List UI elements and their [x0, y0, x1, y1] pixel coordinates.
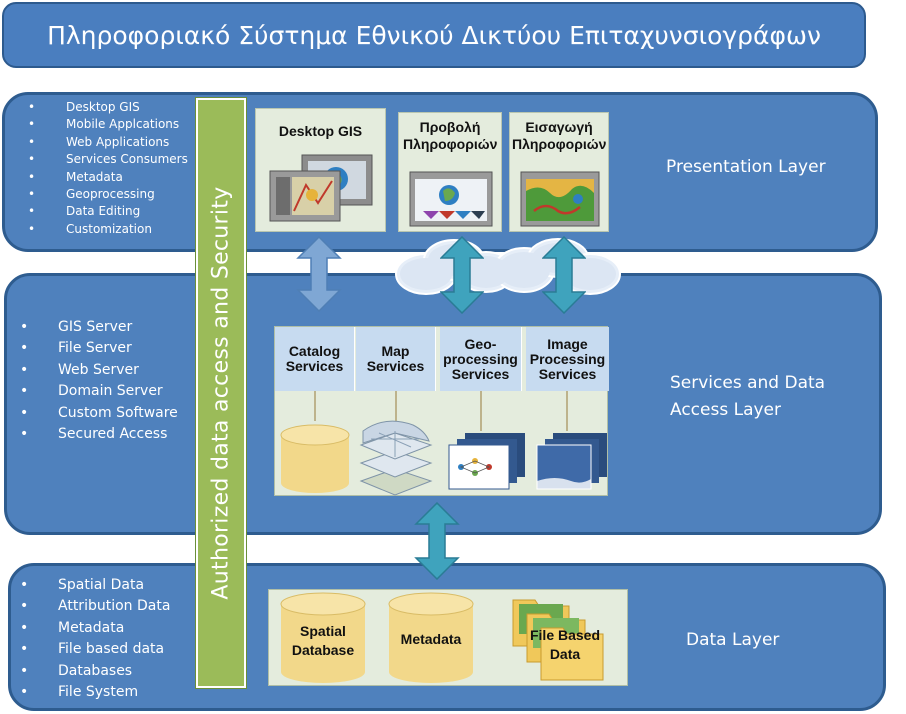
- service-title: processing: [443, 350, 518, 367]
- database-cylinder-icon: [388, 592, 474, 683]
- store-label: File Based: [529, 627, 601, 643]
- double-arrow-icon: [296, 236, 342, 312]
- data-stores-panel: Spatial Database Metadata File Based Dat…: [268, 589, 628, 686]
- list-item: Secured Access: [20, 424, 178, 446]
- list-item: Metadata: [20, 618, 170, 640]
- card-title: Εισαγωγή Πληροφοριών: [512, 119, 607, 152]
- list-item: Web Applications: [28, 134, 188, 152]
- double-arrow-icon: [414, 502, 460, 580]
- list-item: Attribution Data: [20, 596, 170, 618]
- card-title: Desktop GIS: [278, 123, 363, 139]
- service-title: Image: [547, 335, 588, 352]
- map-layers-icon: [359, 420, 433, 496]
- monitor-map-icon: [520, 171, 600, 227]
- view-info-card: Προβολή Πληροφοριών: [398, 112, 502, 232]
- data-layer-label: Data Layer: [686, 630, 780, 650]
- security-bar-label: Authorized data access and Security: [208, 186, 234, 600]
- monitor-map-icon: [269, 154, 373, 222]
- double-arrow-icon: [542, 236, 586, 314]
- image-stack-icon: [536, 433, 607, 490]
- page-title: Πληροφοριακό Σύστημα Εθνικού Δικτύου Επι…: [2, 2, 866, 68]
- cloud-icon: [395, 238, 621, 295]
- workflow-icon: [448, 433, 525, 490]
- list-item: Domain Server: [20, 381, 178, 403]
- data-bullet-list: Spatial Data Attribution Data Metadata F…: [20, 575, 170, 704]
- file-based-data-label: File Based Data: [517, 626, 613, 664]
- security-bar: Authorized data access and Security: [196, 98, 246, 688]
- service-title: Map: [381, 343, 410, 359]
- store-label: Database: [291, 642, 355, 658]
- list-item: Web Server: [20, 360, 178, 382]
- presentation-layer-label: Presentation Layer: [666, 157, 826, 177]
- folder-icon: [512, 599, 604, 681]
- service-title: Geo-: [464, 335, 497, 352]
- list-item: Data Editing: [28, 203, 188, 221]
- list-item: File System: [20, 682, 170, 704]
- database-cylinder-icon: [280, 592, 366, 683]
- services-layer-label: Services and Data Access Layer: [670, 370, 825, 424]
- services-bullet-list: GIS Server File Server Web Server Domain…: [20, 317, 178, 446]
- desktop-gis-card: Desktop GIS: [255, 108, 386, 232]
- list-item: Customization: [28, 221, 188, 239]
- list-item: Mobile Applcations: [28, 116, 188, 134]
- card-title: Προβολή Πληροφοριών: [403, 119, 498, 152]
- service-title: Processing: [529, 350, 606, 367]
- service-title: Services: [538, 365, 597, 382]
- list-item: File based data: [20, 639, 170, 661]
- store-label: Metadata: [400, 631, 462, 647]
- list-item: Geoprocessing: [28, 186, 188, 204]
- list-item: Spatial Data: [20, 575, 170, 597]
- spatial-database-label: Spatial Database: [277, 622, 369, 660]
- presentation-bullet-list: Desktop GIS Mobile Applcations Web Appli…: [28, 99, 188, 239]
- list-item: Databases: [20, 661, 170, 683]
- services-layer-label-line2: Access Layer: [670, 400, 781, 420]
- list-item: GIS Server: [20, 317, 178, 339]
- list-item: Services Consumers: [28, 151, 188, 169]
- service-title: Services: [366, 358, 425, 374]
- input-info-card: Εισαγωγή Πληροφοριών: [509, 112, 609, 232]
- metadata-store-label: Metadata: [385, 630, 477, 649]
- list-item: File Server: [20, 338, 178, 360]
- service-title: Services: [451, 365, 510, 382]
- store-label: Spatial: [300, 623, 346, 639]
- list-item: Custom Software: [20, 403, 178, 425]
- services-illustrations: [280, 391, 607, 496]
- service-title: Catalog: [288, 343, 341, 359]
- database-cylinder-icon: [280, 424, 350, 493]
- service-title: Services: [285, 358, 344, 374]
- double-arrow-icon: [440, 236, 484, 314]
- monitor-map-icon: [409, 171, 493, 227]
- services-layer-label-line1: Services and Data: [670, 373, 826, 393]
- list-item: Metadata: [28, 169, 188, 187]
- store-label: Data: [549, 646, 581, 662]
- list-item: Desktop GIS: [28, 99, 188, 117]
